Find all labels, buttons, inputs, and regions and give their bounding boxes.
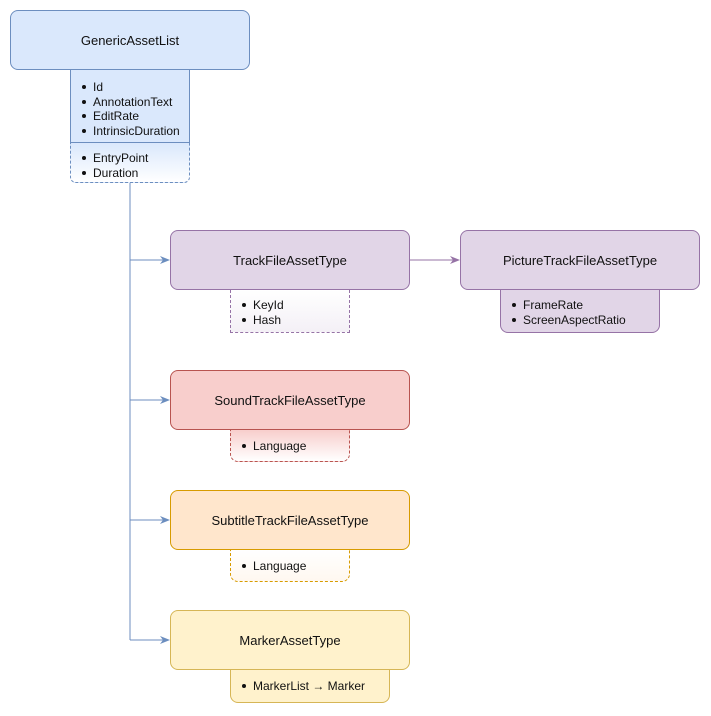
- attribute-language: Language: [241, 559, 349, 574]
- attribute-entry-point: EntryPoint: [81, 151, 189, 166]
- picture-track-file-asset-type-node: PictureTrackFileAssetType: [460, 230, 700, 290]
- generic-asset-list-optional-attributes: EntryPoint Duration: [70, 143, 190, 183]
- generic-asset-list-attributes: Id AnnotationText EditRate IntrinsicDura…: [70, 70, 190, 143]
- marker-asset-type-attributes: MarkerList → Marker: [230, 670, 390, 703]
- attribute-hash: Hash: [241, 313, 349, 328]
- picture-track-file-asset-type-title: PictureTrackFileAssetType: [502, 252, 658, 268]
- attribute-marker-list: MarkerList → Marker: [241, 679, 389, 694]
- subtitle-track-file-asset-type-title: SubtitleTrackFileAssetType: [211, 512, 369, 528]
- marker-asset-type-node: MarkerAssetType: [170, 610, 410, 670]
- picture-track-file-asset-type-attributes: FrameRate ScreenAspectRatio: [500, 290, 660, 333]
- generic-asset-list-title: GenericAssetList: [80, 32, 180, 48]
- attribute-key-id: KeyId: [241, 298, 349, 313]
- attribute-intrinsic-duration: IntrinsicDuration: [81, 124, 189, 139]
- attribute-language: Language: [241, 439, 349, 454]
- subtitle-track-file-asset-type-node: SubtitleTrackFileAssetType: [170, 490, 410, 550]
- sound-track-file-asset-type-title: SoundTrackFileAssetType: [214, 392, 366, 408]
- track-file-asset-type-attributes: KeyId Hash: [230, 290, 350, 333]
- subtitle-track-file-asset-type-attributes: Language: [230, 550, 350, 582]
- attribute-duration: Duration: [81, 166, 189, 181]
- sound-track-file-asset-type-attributes: Language: [230, 430, 350, 462]
- track-file-asset-type-node: TrackFileAssetType: [170, 230, 410, 290]
- attribute-id: Id: [81, 80, 189, 95]
- attribute-annotation-text: AnnotationText: [81, 95, 189, 110]
- marker-asset-type-title: MarkerAssetType: [239, 632, 341, 648]
- track-file-asset-type-title: TrackFileAssetType: [233, 252, 347, 268]
- attribute-frame-rate: FrameRate: [511, 298, 659, 313]
- sound-track-file-asset-type-node: SoundTrackFileAssetType: [170, 370, 410, 430]
- attribute-screen-aspect-ratio: ScreenAspectRatio: [511, 313, 659, 328]
- generic-asset-list-node: GenericAssetList: [10, 10, 250, 70]
- attribute-edit-rate: EditRate: [81, 109, 189, 124]
